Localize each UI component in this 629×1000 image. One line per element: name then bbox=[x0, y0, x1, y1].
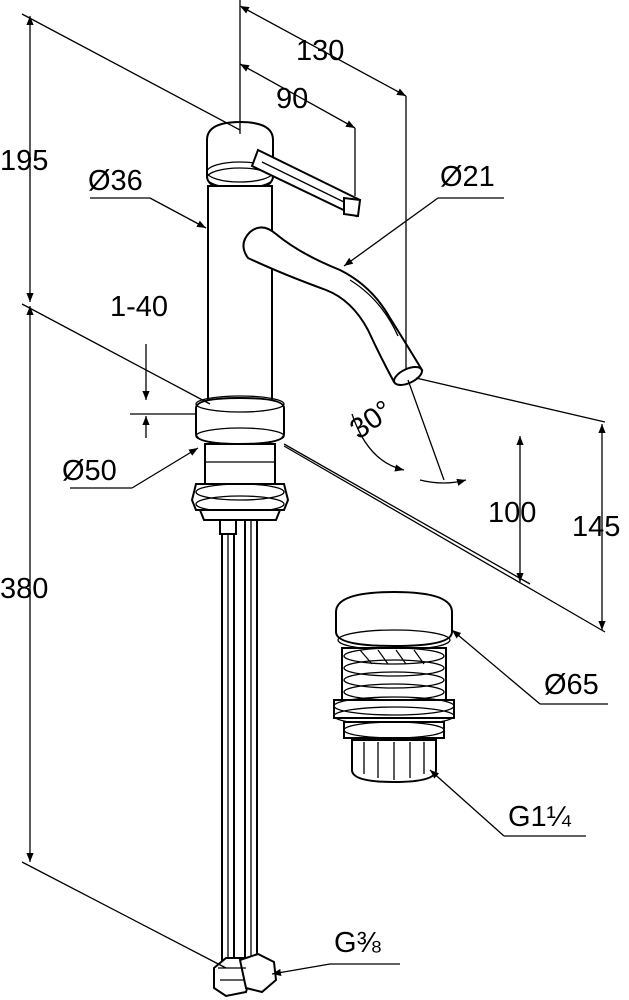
dim-145-label: 145 bbox=[572, 511, 620, 543]
dim-380-label: 380 bbox=[0, 573, 48, 605]
dim-90-label: 90 bbox=[276, 83, 308, 115]
dim-130-label: 130 bbox=[296, 35, 344, 67]
dim-g38-label: G⅜ bbox=[334, 927, 382, 959]
dim-100-label: 100 bbox=[488, 497, 536, 529]
faucet-body bbox=[190, 120, 424, 998]
dim-195-label: 195 bbox=[0, 145, 48, 177]
dim-d65-label: Ø65 bbox=[544, 669, 599, 701]
dim-d36-label: Ø36 bbox=[88, 165, 143, 197]
dim-30deg-label: 30° bbox=[344, 395, 398, 446]
dim-g114-label: G1¼ bbox=[508, 801, 572, 833]
pop-up-waste bbox=[333, 590, 455, 784]
dim-1-40-label: 1-40 bbox=[110, 291, 168, 323]
dimension-lines bbox=[21, 0, 608, 977]
dim-d21-label: Ø21 bbox=[440, 161, 495, 193]
dim-d50-label: Ø50 bbox=[62, 455, 117, 487]
